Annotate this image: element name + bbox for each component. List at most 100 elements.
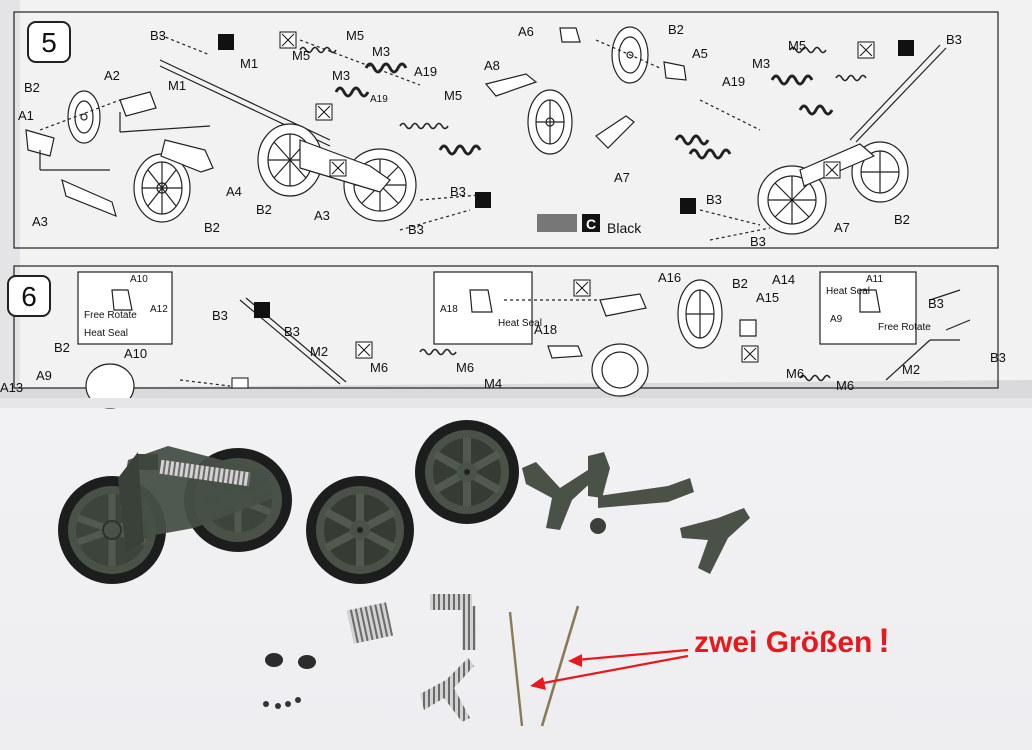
small-parts xyxy=(263,653,316,709)
svg-text:M5: M5 xyxy=(444,88,462,103)
svg-text:M5: M5 xyxy=(788,38,806,53)
svg-text:A10: A10 xyxy=(130,274,148,285)
annotation-label: zwei Größen xyxy=(694,626,873,659)
svg-text:M1: M1 xyxy=(240,56,258,71)
svg-text:A7: A7 xyxy=(614,170,630,185)
svg-text:Free Rotate: Free Rotate xyxy=(878,322,931,333)
svg-text:A2: A2 xyxy=(104,68,120,83)
glue-icon xyxy=(254,302,270,318)
step6-labels: A10 A12 B3 B3 B2 A10 A9 M2 M6 M6 M4 A16 … xyxy=(0,270,1006,395)
svg-text:B3: B3 xyxy=(284,324,300,339)
svg-text:M3: M3 xyxy=(332,68,350,83)
glue-icon xyxy=(680,198,696,214)
svg-text:M2: M2 xyxy=(310,344,328,359)
svg-text:A7: A7 xyxy=(834,220,850,235)
svg-text:B2: B2 xyxy=(204,220,220,235)
svg-text:A3: A3 xyxy=(32,214,48,229)
svg-text:B2: B2 xyxy=(668,22,684,37)
step5-number: 5 xyxy=(41,27,57,58)
svg-text:M6: M6 xyxy=(786,366,804,381)
svg-text:B2: B2 xyxy=(894,212,910,227)
svg-text:B3: B3 xyxy=(408,222,424,237)
arrow-to-rod-2 xyxy=(537,654,689,686)
svg-text:M1: M1 xyxy=(168,78,186,93)
model-parts xyxy=(58,420,750,727)
svg-text:A19: A19 xyxy=(722,74,745,89)
step5-labels: B3 M1 B2 A2 A1 M5 M3 A19 A3 A4 A6 A8 A5 … xyxy=(18,22,962,249)
svg-text:A19: A19 xyxy=(414,64,437,79)
svg-text:A5: A5 xyxy=(692,46,708,61)
svg-text:Heat Seal: Heat Seal xyxy=(826,286,870,297)
svg-text:A10: A10 xyxy=(124,346,147,361)
step6-frame xyxy=(13,265,999,389)
glue-icon xyxy=(218,34,234,50)
svg-text:B3: B3 xyxy=(928,296,944,311)
svg-text:B3: B3 xyxy=(212,308,228,323)
color-key-badge xyxy=(582,214,600,232)
svg-text:A9: A9 xyxy=(36,368,52,383)
brass-rods xyxy=(508,605,580,727)
svg-text:B2: B2 xyxy=(256,202,272,217)
step5-drawings xyxy=(25,26,947,241)
annotation-arrows xyxy=(530,648,689,690)
step5-icons: C Black xyxy=(218,31,914,236)
svg-text:M3: M3 xyxy=(372,44,390,59)
sheet-shadow xyxy=(0,398,1032,408)
svg-text:A9: A9 xyxy=(830,314,843,325)
svg-text:A16: A16 xyxy=(658,270,681,285)
svg-text:A14: A14 xyxy=(772,272,795,287)
annotation-text: zwei Größen! xyxy=(694,622,890,661)
color-key-name: Black xyxy=(607,220,642,236)
svg-text:M6: M6 xyxy=(370,360,388,375)
svg-text:M6: M6 xyxy=(456,360,474,375)
svg-text:A3: A3 xyxy=(314,208,330,223)
cut-icon xyxy=(231,377,249,389)
svg-text:B3: B3 xyxy=(946,32,962,47)
svg-text:B3: B3 xyxy=(150,28,166,43)
svg-text:A13: A13 xyxy=(0,380,23,395)
svg-text:B3: B3 xyxy=(750,234,766,249)
springs xyxy=(346,594,476,722)
step6-icons xyxy=(231,279,759,389)
svg-text:A6: A6 xyxy=(518,24,534,39)
glue-icon xyxy=(475,192,491,208)
svg-text:A12: A12 xyxy=(150,304,168,315)
svg-text:B3: B3 xyxy=(990,350,1006,365)
svg-text:A15: A15 xyxy=(756,290,779,305)
step6-inset-left xyxy=(77,271,173,345)
svg-text:M6: M6 xyxy=(836,378,854,393)
svg-text:A8: A8 xyxy=(484,58,500,73)
svg-text:Heat Seal: Heat Seal xyxy=(498,318,542,329)
svg-text:B3: B3 xyxy=(706,192,722,207)
svg-text:B2: B2 xyxy=(54,340,70,355)
svg-text:Heat Seal: Heat Seal xyxy=(84,328,128,339)
svg-text:M3: M3 xyxy=(752,56,770,71)
svg-text:A19: A19 xyxy=(370,94,388,105)
suspension-arms xyxy=(522,452,750,574)
step6-number: 6 xyxy=(21,281,37,312)
step6-drawings xyxy=(77,271,971,409)
svg-text:Free Rotate: Free Rotate xyxy=(84,310,137,321)
svg-text:A18: A18 xyxy=(534,322,557,337)
loose-wheel-1 xyxy=(306,476,414,584)
step6-inset-mid xyxy=(433,271,533,345)
svg-text:A11: A11 xyxy=(866,274,883,285)
step5-frame xyxy=(13,11,999,249)
step5-badge xyxy=(27,21,71,63)
svg-text:B2: B2 xyxy=(732,276,748,291)
instruction-sheet: 5 6 xyxy=(0,0,1032,409)
annotation-exclamation: ! xyxy=(878,622,890,660)
step6-inset-right xyxy=(819,271,917,345)
glue-icon xyxy=(898,40,914,56)
color-swatch xyxy=(537,214,577,232)
loose-wheel-2 xyxy=(415,420,519,524)
svg-text:M4: M4 xyxy=(484,376,502,391)
assembled-bogie xyxy=(58,446,292,584)
svg-text:B2: B2 xyxy=(24,80,40,95)
svg-text:B3: B3 xyxy=(450,184,466,199)
svg-text:A18: A18 xyxy=(440,304,458,315)
arrow-to-rod-1 xyxy=(575,648,689,662)
svg-text:A4: A4 xyxy=(226,184,242,199)
